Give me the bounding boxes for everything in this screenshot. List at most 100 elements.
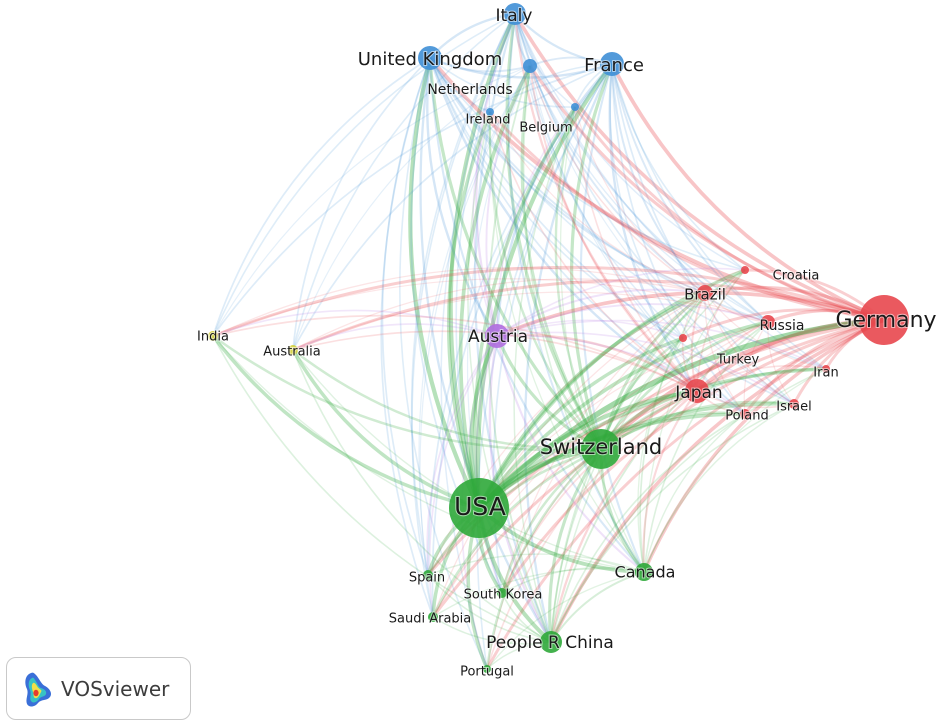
link-netherlands-canada <box>522 65 645 573</box>
link-germany-japan <box>695 318 885 393</box>
node-portugal[interactable] <box>483 665 491 673</box>
node-united-kingdom[interactable] <box>418 46 442 70</box>
link-austria-australia <box>292 323 498 351</box>
node-netherlands[interactable] <box>523 59 537 73</box>
link-ireland-switzerland <box>488 111 602 450</box>
node-poland[interactable] <box>740 409 750 419</box>
node-austria[interactable] <box>485 324 509 348</box>
link-turkey-people-r-china <box>550 337 684 643</box>
node-croatia[interactable] <box>741 266 749 274</box>
link-israel-switzerland <box>600 400 795 451</box>
node-people-r-china[interactable] <box>540 631 562 653</box>
link-united-kingdom-saudi-arabia <box>380 57 434 618</box>
node-turkey[interactable] <box>679 334 687 342</box>
node-brazil[interactable] <box>697 285 713 301</box>
node-canada[interactable] <box>635 563 653 581</box>
link-france-croatia <box>611 63 746 271</box>
link-germany-switzerland <box>599 317 885 451</box>
link-austria-south-korea <box>475 335 503 594</box>
link-brazil-canada <box>639 292 706 573</box>
link-japan-usa <box>477 388 698 510</box>
link-france-people-r-china <box>523 63 614 643</box>
node-iran[interactable] <box>822 365 830 373</box>
link-russia-people-r-china <box>550 321 769 643</box>
link-france-israel <box>611 63 795 405</box>
link-germany-south-korea <box>500 318 885 594</box>
link-japan-saudi-arabia <box>432 390 698 618</box>
link-italy-france <box>514 13 613 66</box>
label-japan: Japan <box>674 383 722 403</box>
link-germany-usa <box>477 317 885 510</box>
link-united-kingdom-croatia <box>429 57 746 271</box>
label-india: India <box>197 330 229 345</box>
node-saudi-arabia[interactable] <box>428 612 438 622</box>
link-ireland-austria <box>472 111 498 337</box>
link-brazil-australia <box>292 278 706 351</box>
node-italy[interactable] <box>504 3 526 25</box>
link-italy-people-r-china <box>473 13 553 643</box>
link-belgium-usa <box>473 106 577 509</box>
link-israel-usa <box>477 402 795 510</box>
link-netherlands-austria <box>485 65 531 337</box>
link-france-portugal <box>476 63 613 670</box>
node-ireland[interactable] <box>486 108 494 116</box>
link-italy-brazil <box>514 13 706 294</box>
link-japan-canada <box>642 390 698 573</box>
link-iran-usa <box>477 367 827 510</box>
node-japan[interactable] <box>685 379 709 403</box>
node-germany[interactable] <box>859 295 909 345</box>
link-switzerland-south-korea <box>500 447 602 594</box>
link-ireland-canada <box>489 111 645 573</box>
node-belgium[interactable] <box>571 103 579 111</box>
link-australia-usa <box>291 349 480 510</box>
link-austria-india <box>212 309 498 337</box>
link-united-kingdom-usa <box>408 57 481 509</box>
link-netherlands-people-r-china <box>487 65 552 643</box>
link-belgium-switzerland <box>554 106 603 450</box>
link-united-kingdom-iran <box>429 57 827 370</box>
node-israel[interactable] <box>789 399 799 409</box>
link-russia-israel <box>767 321 795 405</box>
link-croatia-canada <box>643 269 746 573</box>
link-ireland-usa <box>446 111 492 509</box>
label-israel: Israel <box>776 400 812 415</box>
link-canada-south-korea <box>501 566 645 594</box>
node-russia[interactable] <box>761 315 775 329</box>
link-poland-canada <box>643 413 746 573</box>
label-usa: USA <box>454 492 506 521</box>
link-netherlands-japan <box>529 65 698 392</box>
node-switzerland[interactable] <box>581 429 621 469</box>
link-germany-australia <box>292 279 885 352</box>
link-italy-canada <box>507 13 645 573</box>
link-germany-saudi-arabia <box>431 318 885 618</box>
link-italy-japan <box>513 13 698 392</box>
link-brazil-south-korea <box>501 292 706 594</box>
link-united-kingdom-france <box>429 56 613 79</box>
link-brazil-portugal <box>486 292 706 670</box>
label-spain: Spain <box>409 571 445 586</box>
node-australia[interactable] <box>288 345 298 355</box>
node-south-korea[interactable] <box>497 588 507 598</box>
link-japan-portugal <box>486 390 698 670</box>
node-usa[interactable] <box>449 478 509 538</box>
vosviewer-brand-box: VOSviewer <box>6 657 191 720</box>
node-france[interactable] <box>600 52 624 76</box>
node-spain[interactable] <box>423 570 433 580</box>
link-italy-poland <box>514 13 746 415</box>
link-russia-canada <box>643 321 769 573</box>
link-israel-austria <box>496 331 795 405</box>
link-belgium-germany <box>573 106 885 322</box>
link-croatia-japan <box>696 269 746 392</box>
node-india[interactable] <box>208 331 218 341</box>
network-edges <box>211 12 885 670</box>
link-united-kingdom-turkey <box>429 57 684 339</box>
link-russia-austria <box>496 303 769 337</box>
link-turkey-canada <box>637 337 684 573</box>
label-portugal: Portugal <box>460 665 514 680</box>
link-russia-usa <box>477 320 769 510</box>
link-germany-austria <box>496 290 885 338</box>
link-canada-people-r-china <box>550 571 645 643</box>
link-brazil-usa <box>477 291 706 509</box>
link-italy-switzerland <box>505 13 603 450</box>
link-italy-croatia <box>514 13 746 271</box>
